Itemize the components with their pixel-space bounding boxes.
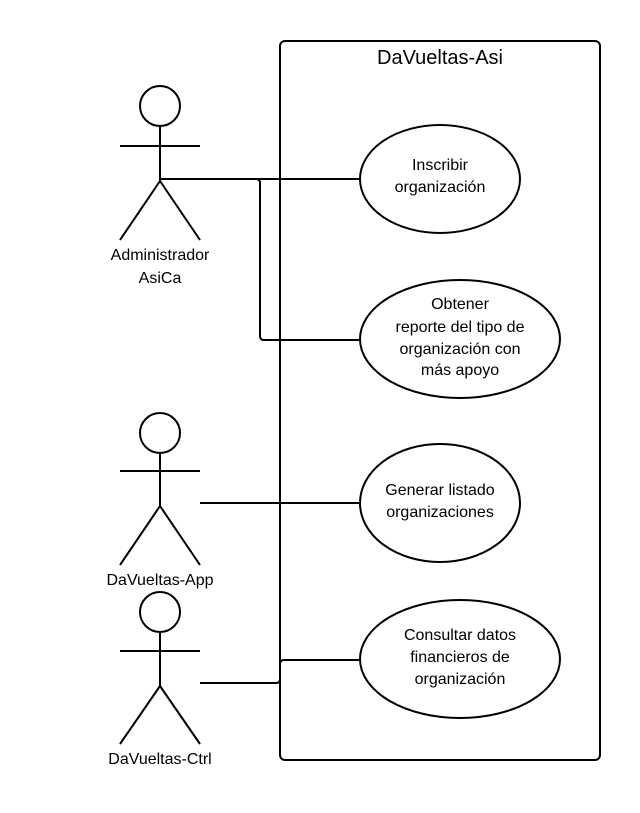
use-case-label-line-1: Inscribir xyxy=(412,157,469,174)
use-case-consultar-datos: Consultar datos financieros de organizac… xyxy=(359,599,561,719)
actor-left-leg xyxy=(119,685,161,745)
actor-label-line-2: AsiCa xyxy=(139,270,182,287)
use-case-inscribir-organizacion: Inscribir organización xyxy=(359,124,521,234)
use-case-label-line-2: reporte del tipo de xyxy=(396,319,525,336)
use-case-label-line-1: Obtener xyxy=(431,296,489,313)
use-case-ellipse xyxy=(359,443,521,563)
use-case-label-line-1: Generar listado xyxy=(385,482,494,499)
actor-left-leg xyxy=(119,180,161,241)
use-case-label-line-4: más apoyo xyxy=(421,362,499,379)
actor-label-line-1: DaVueltas-App xyxy=(106,572,213,589)
system-boundary-box xyxy=(279,40,601,761)
actor-label-line-1: Administrador xyxy=(111,247,210,264)
association-admin-reporte xyxy=(160,178,360,341)
actor-head xyxy=(139,591,181,633)
actor-head xyxy=(139,412,181,454)
use-case-label-line-3: organización con xyxy=(400,341,521,358)
use-case-label-line-2: organización xyxy=(395,179,486,196)
system-title: DaVueltas-Asi xyxy=(377,47,503,69)
actor-right-leg xyxy=(159,685,201,745)
actor-right-leg xyxy=(159,505,201,566)
use-case-label-line-1: Consultar datos xyxy=(404,627,516,644)
association-ctrl-consultar xyxy=(200,659,360,684)
actor-label-line-1: DaVueltas-Ctrl xyxy=(108,751,211,768)
actor-davueltas-app: DaVueltas-App xyxy=(106,412,214,589)
actor-administrador-asica: Administrador AsiCa xyxy=(111,85,210,287)
use-case-obtener-reporte: Obtener reporte del tipo de organización… xyxy=(359,279,561,399)
use-case-label-line-3: organización xyxy=(415,671,506,688)
use-case-ellipse xyxy=(359,279,561,399)
actor-left-leg xyxy=(119,505,161,566)
use-case-ellipse xyxy=(359,124,521,234)
use-case-generar-listado: Generar listado organizaciones xyxy=(359,443,521,563)
system-boundary: DaVueltas-Asi xyxy=(279,40,601,761)
actor-davueltas-ctrl: DaVueltas-Ctrl xyxy=(108,591,212,768)
actor-right-leg xyxy=(159,180,201,241)
use-case-label-line-2: financieros de xyxy=(410,649,510,666)
use-case-ellipse xyxy=(359,599,561,719)
use-case-label-line-2: organizaciones xyxy=(386,504,494,521)
associations xyxy=(160,178,360,684)
actor-head xyxy=(139,85,181,127)
